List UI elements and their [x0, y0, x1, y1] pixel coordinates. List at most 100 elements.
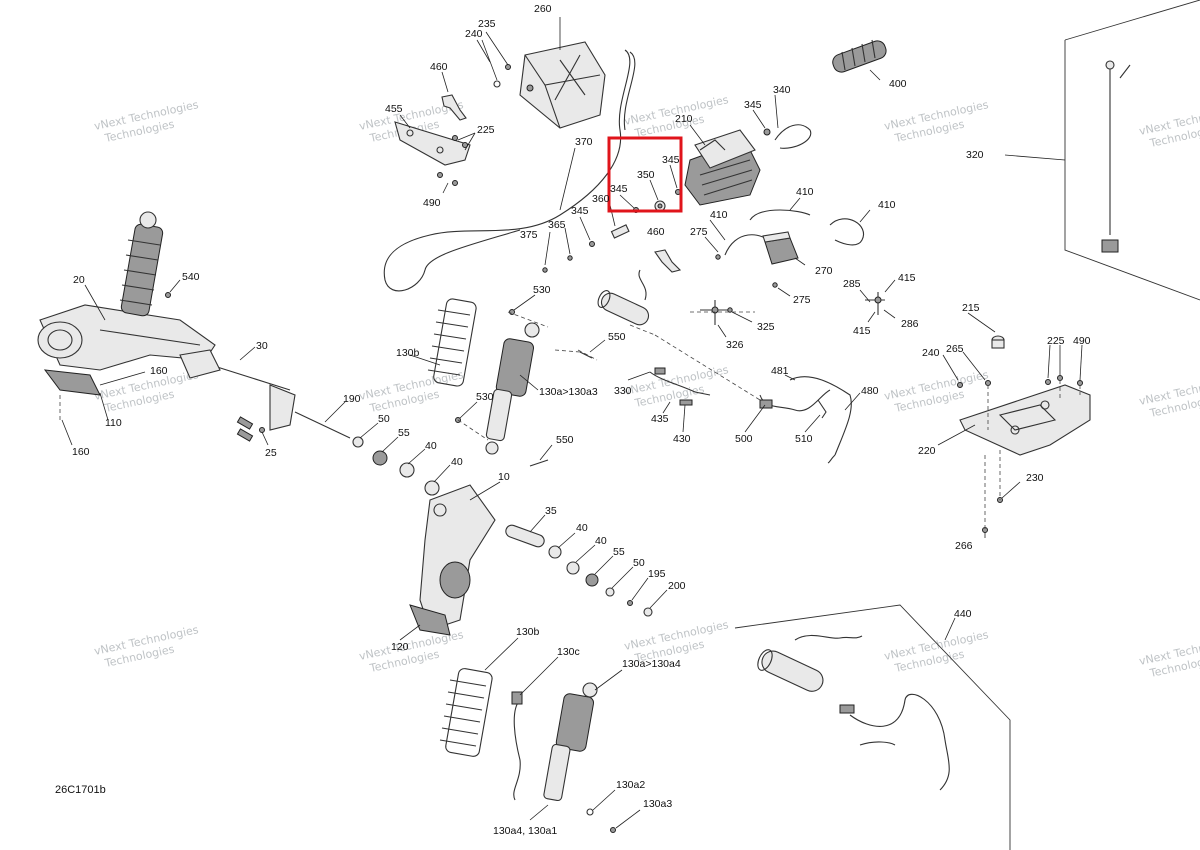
- callout-210: 210: [675, 113, 693, 125]
- tube-550: [597, 290, 650, 326]
- hose-370: [383, 49, 631, 292]
- callout-340: 340: [773, 84, 791, 96]
- callout-130a3: 130a3: [643, 798, 672, 810]
- rod-190: [294, 411, 351, 439]
- bolt-490: [1077, 380, 1083, 386]
- callout-55-top: 55: [398, 427, 410, 439]
- callout-20: 20: [73, 274, 85, 286]
- watermark: vNext Technologies Technologies: [93, 98, 200, 145]
- spring-130b-lower: [439, 668, 493, 757]
- bolt-225-a: [1045, 379, 1051, 385]
- callout-365: 365: [548, 219, 566, 231]
- hose-370-inner: [623, 51, 636, 131]
- callout-345: 345: [744, 99, 762, 111]
- callout-40-a: 40: [425, 440, 437, 452]
- callout-130a-upper: 130a>130a3: [539, 386, 598, 398]
- callout-490: 490: [423, 197, 441, 209]
- callout-550-top: 550: [608, 331, 626, 343]
- callout-235: 235: [478, 18, 496, 30]
- callout-130a2: 130a2: [616, 779, 645, 791]
- mount-10: [409, 484, 496, 636]
- clip-510: [817, 399, 827, 419]
- inset-frame-dipstick: [1064, 0, 1200, 301]
- watermark: vNext Technologies Technologies: [93, 368, 200, 415]
- compressor-kit-440: [757, 634, 950, 791]
- sensor-330: [649, 367, 711, 396]
- callout-160-bottom: 160: [72, 446, 90, 458]
- callout-481: 481: [771, 365, 789, 377]
- clip-460-lower: [654, 249, 682, 273]
- shock-130a-upper: [485, 322, 540, 455]
- callout-220: 220: [918, 445, 936, 457]
- bearing-40-c: [548, 545, 562, 559]
- callout-30: 30: [256, 340, 268, 352]
- wire-lower-460: [638, 269, 647, 301]
- watermark: vNext Technologies Technologies: [883, 98, 990, 145]
- screw-275: [715, 254, 721, 260]
- callout-435: 435: [651, 413, 669, 425]
- callout-130b-lower: 130b: [516, 626, 540, 638]
- callout-500: 500: [735, 433, 753, 445]
- callout-275-bottom: 275: [793, 294, 811, 306]
- callout-215: 215: [962, 302, 980, 314]
- callout-55-bottom: 55: [613, 546, 625, 558]
- bolt-240: [957, 382, 963, 388]
- coil-400: [832, 39, 887, 73]
- dipstick-320: [1101, 60, 1131, 253]
- callout-40-c: 40: [576, 522, 588, 534]
- callout-50-bottom: 50: [633, 557, 645, 569]
- watermark: vNext Technologies Technologies: [358, 628, 465, 675]
- watermark: vNext Technologies Technologies: [883, 368, 990, 415]
- callout-225: 225: [477, 124, 495, 136]
- bolts-25: [236, 416, 265, 442]
- callout-265: 265: [946, 343, 964, 355]
- callout-10: 10: [498, 471, 510, 483]
- watermark: vNext Technologies Technologies: [93, 623, 200, 670]
- bolt-225-b: [1057, 375, 1063, 381]
- valve-block-270: [762, 231, 799, 265]
- bracket-455: [394, 121, 471, 186]
- watermark: vNext Technologies Technologies: [1138, 633, 1200, 680]
- callout-35: 35: [545, 505, 557, 517]
- callout-410-top: 410: [796, 186, 814, 198]
- callout-160-top: 160: [150, 365, 168, 377]
- bolt-540: [165, 292, 171, 298]
- spring-130b-upper: [427, 298, 477, 387]
- watermark: vNext Technologies Technologies: [1138, 373, 1200, 420]
- plate-220: [959, 384, 1091, 456]
- callout-200: 200: [668, 580, 686, 592]
- harness-481: [789, 376, 852, 456]
- hose-410-right: [829, 218, 865, 246]
- callout-430: 430: [673, 433, 691, 445]
- callout-320: 320: [966, 149, 984, 161]
- callout-labels: 235 260 240 460 455 225 490 370 210 345 …: [72, 3, 1091, 837]
- tee-fitting-325: [700, 300, 733, 325]
- inset-frame-compressor-kit: [734, 604, 1011, 850]
- watermark: vNext Technologies Technologies: [623, 363, 730, 410]
- screw-275-b: [772, 282, 778, 288]
- callout-350: 350: [637, 169, 655, 181]
- sleeve-35: [505, 524, 545, 548]
- nut-130a3: [610, 827, 616, 833]
- callout-275-top: 275: [690, 226, 708, 238]
- callout-490-plate: 490: [1073, 335, 1091, 347]
- shock-130a-lower: [543, 682, 598, 802]
- highlight-box-350: [607, 136, 683, 213]
- sensor-435: [679, 399, 693, 406]
- callout-286: 286: [901, 318, 919, 330]
- callout-130a4-130a1: 130a4, 130a1: [493, 825, 557, 837]
- document-code: 26C1701b: [55, 784, 106, 796]
- watermark: vNext Technologies Technologies: [883, 628, 990, 675]
- callout-130a-lower: 130a>130a4: [622, 658, 681, 670]
- callout-230: 230: [1026, 472, 1044, 484]
- ring-130a2: [586, 808, 594, 816]
- callout-440: 440: [954, 608, 972, 620]
- nut-195: [627, 600, 633, 606]
- callout-225-plate: 225: [1047, 335, 1065, 347]
- callout-455: 455: [385, 103, 403, 115]
- washer-240: [493, 80, 501, 88]
- nut-200: [643, 607, 653, 617]
- callout-40-b: 40: [451, 456, 463, 468]
- callout-110: 110: [105, 417, 122, 429]
